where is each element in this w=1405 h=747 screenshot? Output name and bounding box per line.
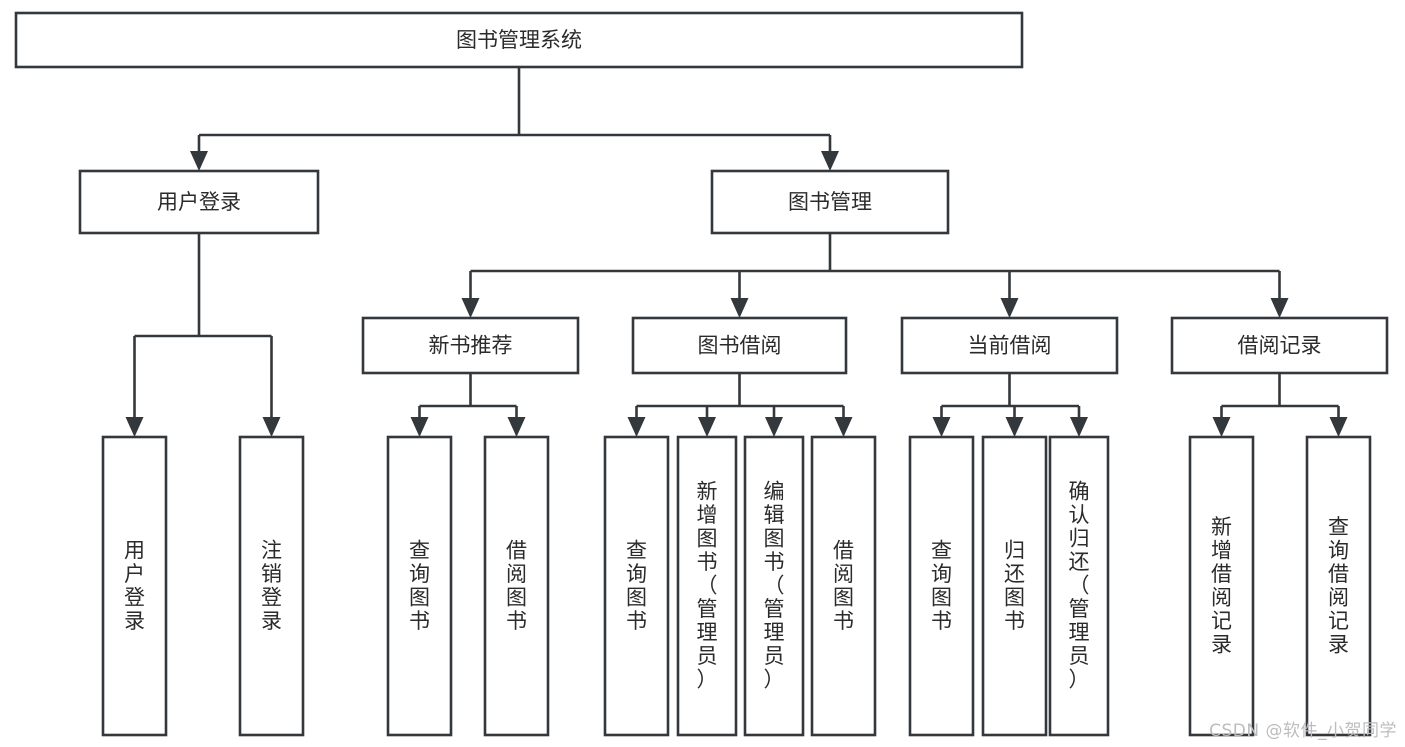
node-leaf-user-logout[interactable]: 注销登录: [238, 435, 305, 737]
node-root[interactable]: 图书管理系统: [14, 11, 1024, 69]
node-label: 图书借阅: [698, 334, 782, 358]
arrow-head-icon: [461, 298, 480, 318]
node-label: 图书管理: [788, 190, 872, 214]
node-label: 新书推荐: [429, 334, 513, 358]
arrow-head-icon: [262, 417, 281, 437]
node-box: [981, 435, 1048, 737]
node-box: [908, 435, 975, 737]
node-leaf-confirm-return-admin[interactable]: 确认归还（管理员）: [1048, 435, 1110, 737]
arrow-head-icon: [821, 151, 839, 171]
arrow-head-icon: [1005, 417, 1024, 437]
node-book-borrow[interactable]: 图书借阅: [631, 316, 848, 375]
node-box: [483, 435, 550, 737]
arrow-head-icon: [932, 417, 951, 437]
node-leaf-edit-book-admin[interactable]: 编辑图书（管理员）: [743, 435, 805, 737]
node-label: 新增图书（管理员）: [697, 480, 718, 692]
arrow-head-icon: [190, 151, 208, 171]
node-label: 查询图书: [409, 538, 430, 633]
node-current-borrow[interactable]: 当前借阅: [900, 316, 1119, 375]
node-box: [743, 435, 805, 737]
arrow-head-icon: [410, 417, 429, 437]
arrow-head-icon: [125, 417, 144, 437]
node-box: [78, 169, 320, 235]
node-box: [710, 169, 950, 235]
node-box: [14, 11, 1024, 69]
node-label: 借阅图书: [506, 538, 527, 633]
node-leaf-query-book-3[interactable]: 查询图书: [908, 435, 975, 737]
node-label: 当前借阅: [968, 334, 1052, 358]
node-leaf-user-login[interactable]: 用户登录: [101, 435, 168, 737]
node-box: [1048, 435, 1110, 737]
connectors-layer: [125, 67, 1348, 437]
node-leaf-borrow-book-2[interactable]: 借阅图书: [810, 435, 877, 737]
arrow-head-icon: [1329, 417, 1348, 437]
node-box: [631, 316, 848, 375]
arrow-head-icon: [627, 417, 646, 437]
node-leaf-add-borrow-record[interactable]: 新增借阅记录: [1188, 435, 1255, 737]
node-box: [238, 435, 305, 737]
node-user-login[interactable]: 用户登录: [78, 169, 320, 235]
node-leaf-query-book-1[interactable]: 查询图书: [386, 435, 453, 737]
node-box: [1170, 316, 1389, 375]
node-leaf-return-book[interactable]: 归还图书: [981, 435, 1048, 737]
node-leaf-add-book-admin[interactable]: 新增图书（管理员）: [676, 435, 738, 737]
node-leaf-query-book-2[interactable]: 查询图书: [603, 435, 670, 737]
node-label: 归还图书: [1004, 538, 1025, 633]
arrow-head-icon: [1212, 417, 1231, 437]
node-box: [603, 435, 670, 737]
node-label: 用户登录: [124, 538, 145, 633]
node-box: [1188, 435, 1255, 737]
node-borrow-record[interactable]: 借阅记录: [1170, 316, 1389, 375]
node-label: 查询借阅记录: [1328, 515, 1349, 657]
node-box: [676, 435, 738, 737]
node-box: [810, 435, 877, 737]
node-label: 编辑图书（管理员）: [764, 480, 785, 692]
node-box: [101, 435, 168, 737]
arrow-head-icon: [1000, 298, 1019, 318]
node-leaf-query-borrow-record[interactable]: 查询借阅记录: [1305, 435, 1372, 737]
arrow-head-icon: [834, 417, 853, 437]
arrow-head-icon: [765, 417, 783, 437]
node-box: [386, 435, 453, 737]
node-box: [900, 316, 1119, 375]
arrow-head-icon: [1270, 298, 1289, 318]
node-box: [361, 316, 580, 375]
arrow-head-icon: [1070, 417, 1088, 437]
node-label: 查询图书: [931, 538, 952, 633]
node-book-manage[interactable]: 图书管理: [710, 169, 950, 235]
node-label: 注销登录: [261, 538, 282, 633]
arrow-head-icon: [698, 417, 716, 437]
arrow-head-icon: [730, 298, 749, 318]
node-leaf-borrow-book-1[interactable]: 借阅图书: [483, 435, 550, 737]
node-box: [1305, 435, 1372, 737]
node-new-book-recommend[interactable]: 新书推荐: [361, 316, 580, 375]
node-label: 确认归还（管理员）: [1069, 480, 1090, 692]
boxes-layer: 图书管理系统用户登录图书管理新书推荐图书借阅当前借阅借阅记录用户登录注销登录查询…: [14, 11, 1389, 737]
node-label: 图书管理系统: [456, 28, 582, 52]
node-label: 用户登录: [157, 190, 241, 214]
node-label: 借阅图书: [833, 538, 854, 633]
node-label: 借阅记录: [1238, 334, 1322, 358]
node-label: 新增借阅记录: [1211, 515, 1232, 657]
node-label: 查询图书: [626, 538, 647, 633]
arrow-head-icon: [507, 417, 526, 437]
